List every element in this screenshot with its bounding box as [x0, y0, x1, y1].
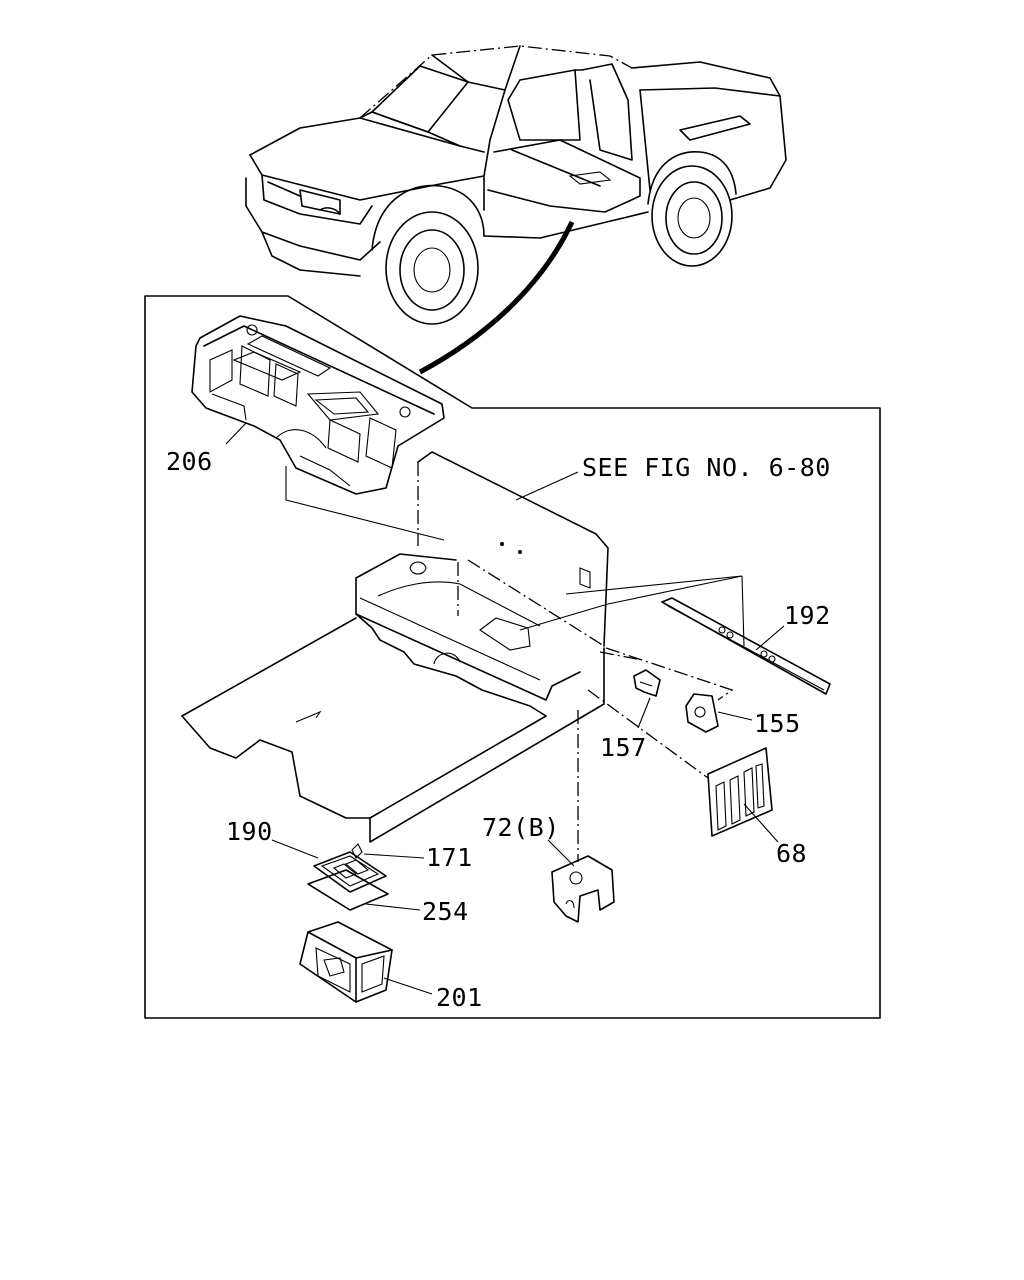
see-fig-note: SEE FIG NO. 6-80 [582, 453, 831, 482]
callout-192: 192 [784, 601, 831, 630]
callout-254: 254 [422, 897, 469, 926]
bracket-icon [685, 693, 719, 733]
callout-155: 155 [754, 709, 801, 738]
storage-box-icon [299, 921, 393, 1003]
callout-201: 201 [436, 983, 483, 1012]
cab-floor-panel-icon [181, 451, 609, 843]
detail-frame [144, 295, 881, 1019]
floor-plate-icon [707, 747, 773, 837]
clip-icon [633, 669, 661, 697]
dash-insulator-icon [191, 315, 445, 495]
callout-68: 68 [776, 839, 807, 868]
callout-72b: 72(B) [482, 813, 560, 842]
small-clip-icon [351, 843, 363, 859]
pickup-truck-outline-icon [245, 45, 787, 375]
tray-lid-icon [313, 851, 387, 893]
bracket-72b-icon [551, 855, 615, 923]
callout-206: 206 [166, 447, 213, 476]
callout-190: 190 [226, 817, 273, 846]
callout-157: 157 [600, 733, 647, 762]
callout-171: 171 [426, 843, 473, 872]
gasket-icon [307, 869, 389, 911]
floor-rail-icon [661, 597, 831, 695]
